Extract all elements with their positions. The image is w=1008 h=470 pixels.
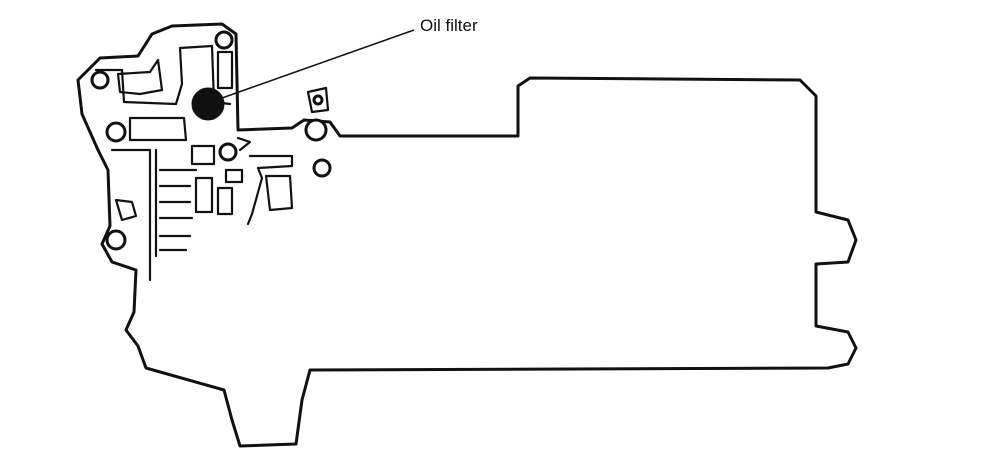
bolt-hole-left: [105, 121, 127, 143]
left-passage: [110, 148, 158, 282]
upper-left-boss: [94, 44, 232, 106]
center-channel: [190, 144, 216, 166]
comb-passage: [158, 168, 198, 252]
bolt-hole-top-right: [214, 30, 234, 50]
valve-body-outline: [76, 22, 858, 448]
center-slot-c: [224, 168, 244, 184]
bolt-hole-top-left: [90, 70, 110, 90]
center-slot-b: [216, 186, 234, 216]
left-channel: [128, 116, 188, 142]
bolt-hole-lower-left: [105, 229, 127, 251]
oil-filter-mark: [191, 87, 225, 121]
bolt-hole-center: [218, 142, 238, 162]
center-slot-a: [194, 176, 214, 214]
right-tab: [306, 86, 330, 114]
upper-passage: [236, 136, 252, 152]
oil-filter-leader-line: [221, 29, 415, 99]
upper-left-channel: [116, 58, 164, 96]
left-bulge: [114, 198, 138, 222]
upper-right-slot: [216, 50, 234, 90]
bolt-hole-right-boss: [304, 118, 328, 142]
bolt-hole-right-small: [312, 158, 332, 178]
right-passage: [246, 154, 294, 226]
oil-filter-label: Oil filter: [420, 16, 478, 35]
right-tab-hole: [312, 94, 324, 106]
